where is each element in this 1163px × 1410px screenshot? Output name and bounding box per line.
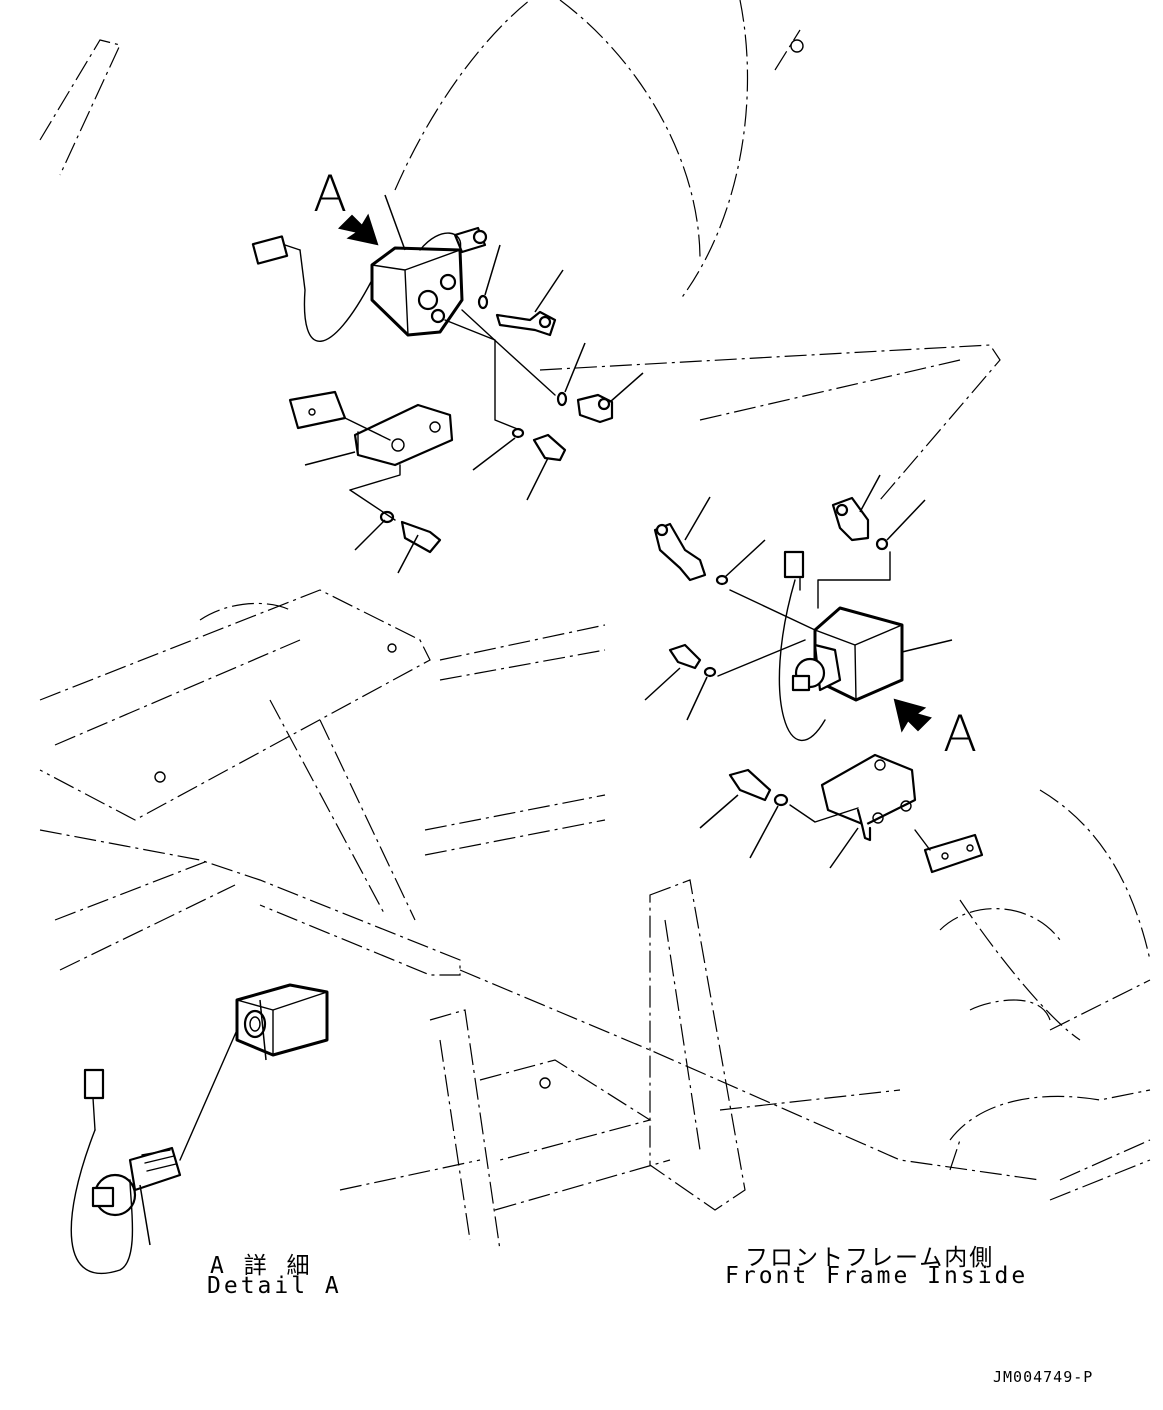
- front-frame-label-jp: フロントフレーム内側: [745, 1245, 995, 1271]
- view-arrow-top: [338, 213, 379, 246]
- detail-a-label-en: Detail A: [207, 1273, 342, 1299]
- view-marker-a-right: A: [943, 705, 978, 763]
- detail-a-valve: [70, 983, 329, 1275]
- view-arrow-right: [893, 698, 932, 733]
- fittings-top: [444, 294, 614, 462]
- detail-a-label-jp: A 詳 細: [210, 1253, 313, 1279]
- leader-lines: [139, 194, 953, 1246]
- fittings-right: [653, 496, 891, 678]
- bracket-top: [288, 390, 454, 554]
- bracket-right: [728, 753, 984, 874]
- front-frame-label-en: Front Frame Inside: [725, 1263, 1029, 1289]
- phantom-frame-outline: [39, 0, 1151, 1251]
- solenoid-valve-top: [251, 226, 488, 342]
- solenoid-valve-right: [778, 550, 904, 742]
- view-marker-a-top: A: [313, 165, 348, 223]
- drawing-code: JM004749-P: [993, 1368, 1094, 1386]
